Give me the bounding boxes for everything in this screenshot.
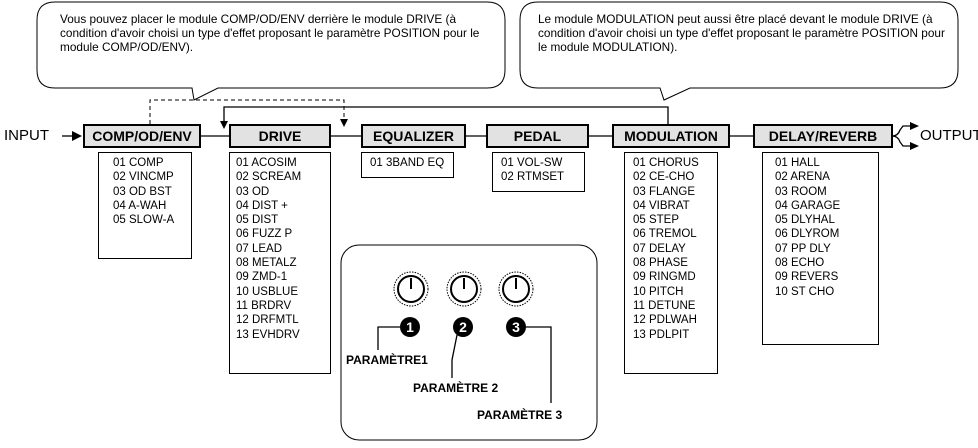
list-item: 02 CE-CHO [633, 171, 695, 184]
signal-connectors [62, 125, 912, 147]
marker-2-text: 2 [459, 319, 467, 335]
list-item: 05 DIST [236, 214, 279, 227]
parameter-2-label: PARAMÈTRE 2 [413, 381, 499, 395]
module-list-comp-od-env: 01 COMP 02 VINCMP 03 OD BST 04 A-WAH 05 … [98, 152, 192, 259]
list-item: 07 PP DLY [775, 242, 831, 255]
list-item: 12 PDLWAH [633, 314, 697, 327]
list-item: 10 ST CHO [775, 285, 835, 298]
list-item: 06 TREMOL [633, 228, 697, 241]
list-item: 05 STEP [633, 214, 680, 227]
module-header-equalizer: EQUALIZER [361, 124, 466, 148]
list-item: 10 PITCH [633, 285, 684, 298]
knob-1-icon [393, 271, 429, 307]
output-arrow-head-bottom [910, 142, 919, 150]
list-item: 02 RTMSET [501, 171, 565, 184]
list-item: 01 HALL [775, 157, 820, 169]
module-header-pedal: PEDAL [486, 124, 589, 148]
parameter-1-label: PARAMÈTRE1 [346, 353, 428, 367]
modulation-position-path [223, 106, 669, 126]
list-item: 01 COMP [113, 157, 164, 169]
list-item: 10 USBLUE [236, 285, 299, 298]
module-header-drive: DRIVE [229, 124, 331, 148]
list-item: 09 REVERS [775, 271, 839, 284]
list-item: 11 BRDRV [236, 299, 292, 312]
output-arrow-head-top [910, 122, 919, 130]
right-callout-bubble [519, 1, 959, 101]
list-item: 04 GARAGE [775, 199, 841, 212]
module-list-drive: 01 ACOSIM 02 SCREAM 03 OD 04 DIST + 05 D… [229, 152, 331, 374]
list-item: 09 RINGMD [633, 271, 696, 284]
module-header-delay-reverb: DELAY/REVERB [753, 124, 893, 148]
list-item: 08 ECHO [775, 257, 825, 270]
list-item: 13 PDLPIT [633, 328, 690, 341]
list-item: 08 METALZ [236, 257, 297, 270]
input-arrow-head [72, 131, 82, 141]
list-item: 09 ZMD-1 [236, 271, 288, 284]
list-item: 06 FUZZ P [236, 228, 293, 241]
dashed-arrow-head [340, 119, 348, 127]
marker-3-text: 3 [512, 319, 520, 335]
knob-2-icon [446, 271, 482, 307]
output-label: OUTPUT [920, 127, 978, 144]
module-header-comp-od-env: COMP/OD/ENV [83, 124, 201, 148]
module-header-modulation: MODULATION [612, 124, 730, 148]
list-item: 08 PHASE [633, 257, 688, 270]
module-list-modulation: 01 CHORUS 02 CE-CHO 03 FLANGE 04 VIBRAT … [624, 152, 718, 374]
list-item: 05 SLOW-A [113, 214, 175, 227]
parameter-leader-lines [377, 326, 552, 403]
list-item: 01 3BAND EQ [370, 157, 445, 169]
list-item: 07 LEAD [236, 242, 283, 255]
list-item: 06 DLYROM [775, 228, 840, 241]
list-item: 13 EVHDRV [236, 328, 300, 341]
list-item: 03 OD [236, 185, 270, 198]
parameter-3-label: PARAMÈTRE 3 [477, 408, 563, 422]
list-item: 07 DELAY [633, 242, 686, 255]
list-item: 04 DIST + [236, 199, 288, 212]
comp-position-dashed-path [149, 99, 345, 124]
list-item: 04 A-WAH [113, 199, 167, 212]
list-item: 03 FLANGE [633, 185, 695, 198]
list-item: 04 VIBRAT [633, 199, 690, 212]
left-callout-bubble [36, 1, 506, 101]
module-list-delay-reverb: 01 HALL 02 ARENA 03 ROOM 04 GARAGE 05 DL… [762, 152, 879, 345]
knob-3-icon [498, 271, 534, 307]
module-list-pedal: 01 VOL-SW 02 RTMSET [492, 152, 585, 192]
list-item: 01 CHORUS [633, 157, 699, 169]
list-item: 02 SCREAM [236, 171, 302, 184]
left-callout-text: Vous pouvez placer le module COMP/OD/ENV… [60, 12, 480, 54]
marker-2-icon: 2 [453, 317, 473, 337]
marker-1-icon: 1 [400, 317, 420, 337]
list-item: 12 DRFMTL [236, 314, 299, 327]
list-item: 01 VOL-SW [501, 157, 563, 169]
marker-1-text: 1 [406, 319, 414, 335]
list-item: 02 ARENA [775, 171, 830, 184]
list-item: 03 ROOM [775, 185, 827, 198]
list-item: 02 VINCMP [113, 171, 174, 184]
list-item: 05 DLYHAL [775, 214, 835, 227]
list-item: 01 ACOSIM [236, 157, 297, 169]
list-item: 11 DETUNE [633, 299, 696, 312]
list-item: 03 OD BST [113, 185, 172, 198]
module-list-equalizer: 01 3BAND EQ [361, 152, 454, 178]
input-label: INPUT [4, 127, 49, 144]
solid-arrow-head [220, 121, 228, 129]
right-callout-text: Le module MODULATION peut aussi être pla… [538, 12, 945, 54]
marker-3-icon: 3 [506, 317, 526, 337]
